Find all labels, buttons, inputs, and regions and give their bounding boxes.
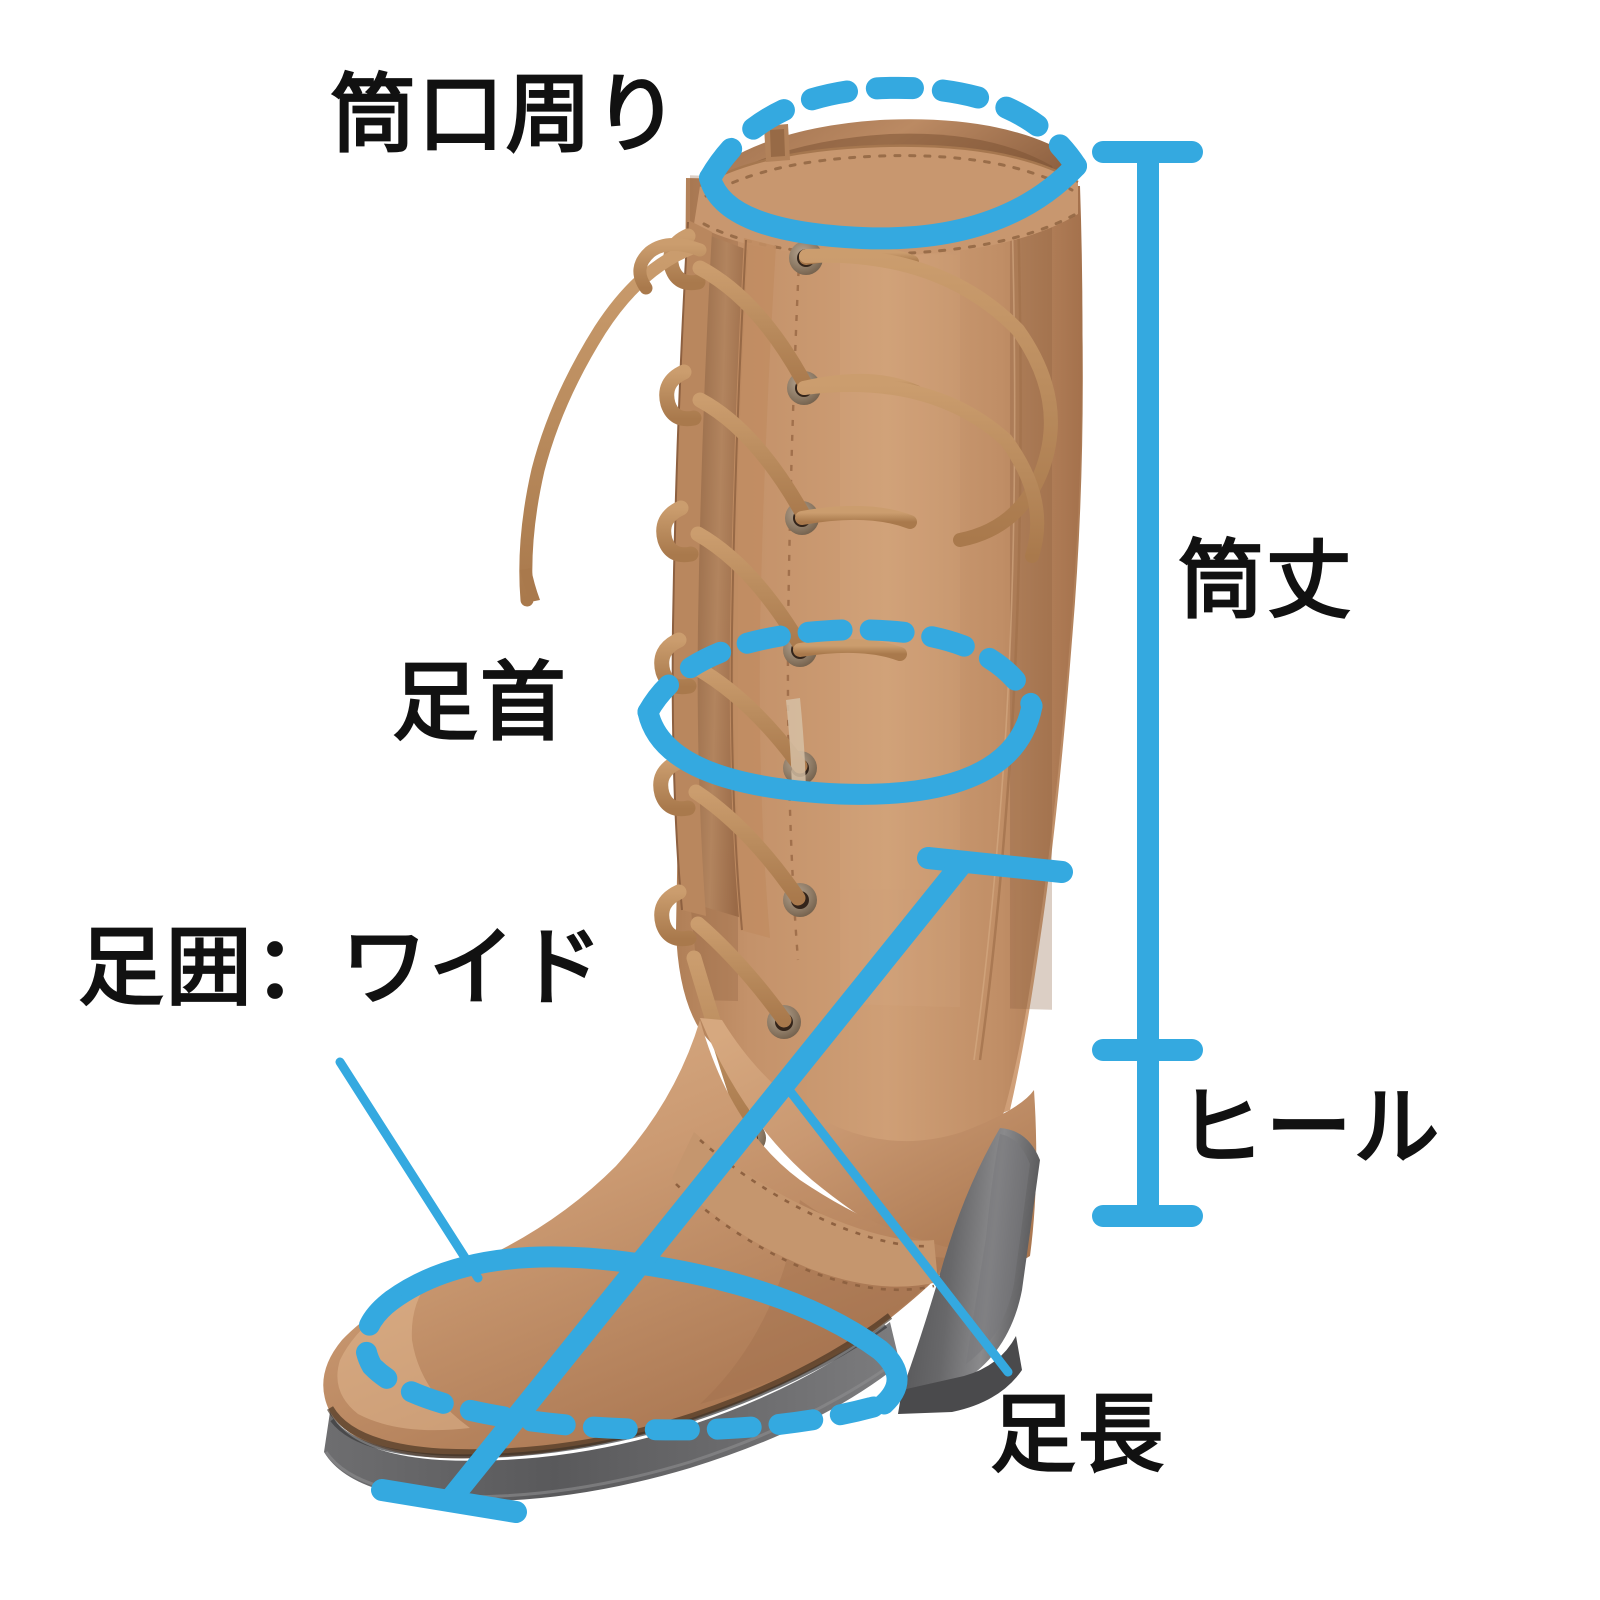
ankle-circumference-marker — [637, 619, 1043, 805]
foot-girth-leader-line — [335, 1057, 483, 1283]
foot-length-leader-line — [781, 1081, 1013, 1377]
foot-length-marker — [371, 847, 1073, 1523]
label-foot-length: 足長 — [990, 1385, 1166, 1485]
boot-image — [323, 119, 1083, 1502]
cuff-circumference-marker — [699, 76, 1087, 250]
label-shaft-height: 筒丈 — [1178, 531, 1354, 631]
measurement-overlay — [335, 76, 1203, 1523]
label-heel: ヒール — [1178, 1078, 1442, 1178]
label-foot-width: 足囲：ワイド — [78, 918, 605, 1018]
shaft-and-heel-dimension-bar — [1092, 141, 1203, 1227]
label-cuff-circumference: 筒口周り — [330, 65, 681, 165]
label-ankle: 足首 — [392, 653, 568, 753]
